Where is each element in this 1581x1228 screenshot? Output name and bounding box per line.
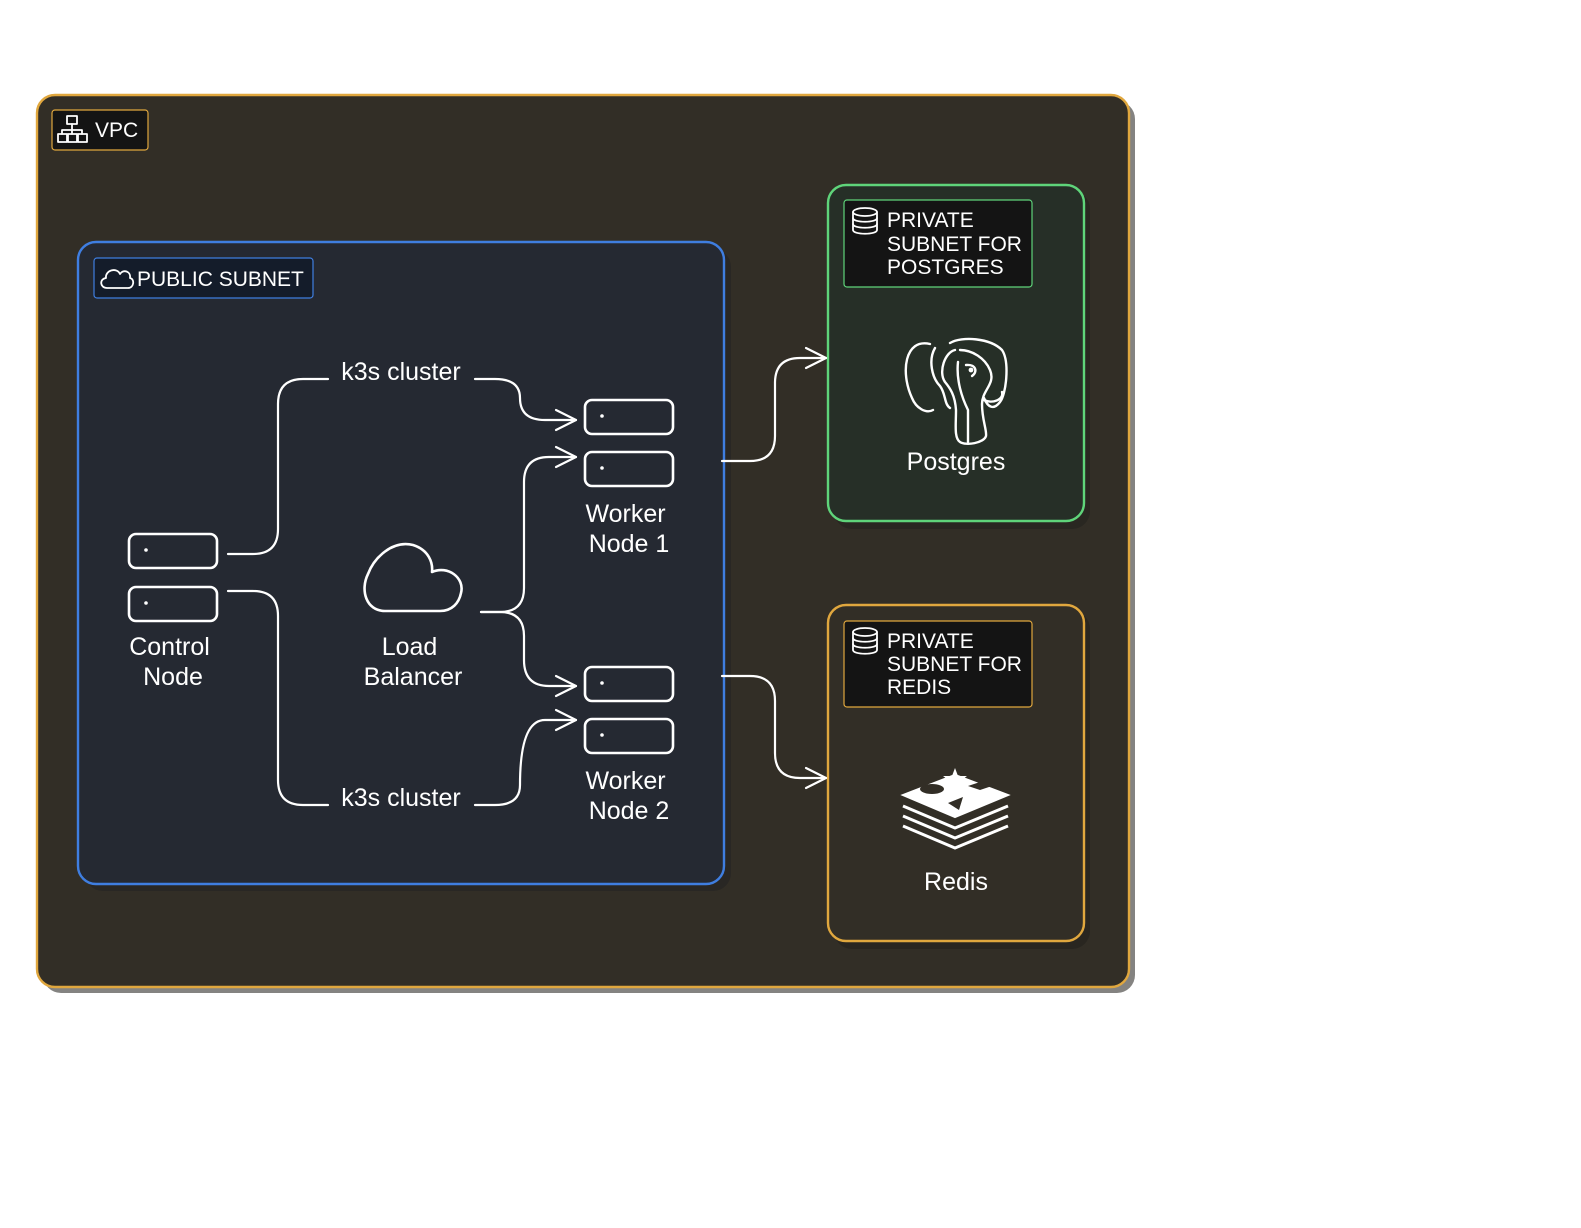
server-icon [127,532,219,623]
edge-public-to-redis [720,674,828,790]
redis-subnet-tag: PRIVATE SUBNET FOR REDIS [843,620,1033,708]
control-node: Control Node [127,532,219,691]
redis-label: Redis [924,868,988,896]
load-balancer-node: Load Balancer [363,542,463,691]
worker-node-2-label-line-1: Worker [585,767,665,795]
cloud-icon [363,542,463,613]
worker-node-1-label-line-2: Node 1 [589,530,670,558]
postgres-label: Postgres [907,448,1006,476]
redis-subnet: PRIVATE SUBNET FOR REDIS Redis [826,603,1090,949]
database-icon [852,207,878,235]
load-balancer-label: Load Balancer [364,633,463,691]
worker-node-1: Worker Node 1 [583,398,675,558]
vpc-tag: VPC [51,109,149,151]
control-node-label-line-1: Control [129,633,210,661]
postgres-subnet-label: PRIVATE SUBNET FOR POSTGRES [887,209,1028,279]
connectors: k3s cluster k3s cluster [226,346,828,812]
edge-label-k3s-cluster-bottom: k3s cluster [341,784,460,812]
postgres-subnet-label-line-2: SUBNET FOR [887,233,1022,256]
worker-node-2-label: Worker Node 2 [585,767,672,825]
redis-subnet-label-line-3: REDIS [887,676,951,699]
edge-control-to-worker1 [226,377,576,556]
control-node-label: Control Node [129,633,217,691]
control-node-label-line-2: Node [143,663,203,691]
edge-lb-to-worker1 [479,445,578,614]
redis-stack-icon [900,768,1011,850]
server-icon [583,665,675,755]
public-subnet-label: PUBLIC SUBNET [137,268,304,291]
cloud-outline-icon [100,269,135,289]
load-balancer-label-line-1: Load [382,633,438,661]
edge-public-to-postgres [720,346,828,463]
worker-node-2-label-line-2: Node 2 [589,797,670,825]
server-icon [583,398,675,488]
redis-subnet-label: PRIVATE SUBNET FOR REDIS [887,630,1028,699]
vpc-label: VPC [95,119,138,142]
redis-subnet-label-line-2: SUBNET FOR [887,653,1022,676]
worker-node-2: Worker Node 2 [583,665,675,825]
edge-control-to-worker2 [226,589,576,807]
database-icon [852,627,878,655]
edge-label-k3s-cluster-top: k3s cluster [341,358,460,386]
redis-subnet-label-line-1: PRIVATE [887,630,974,653]
network-hierarchy-icon [57,115,88,143]
postgres-subnet-label-line-3: POSTGRES [887,256,1004,279]
postgres-subnet-label-line-1: PRIVATE [887,209,974,232]
public-subnet-tag: PUBLIC SUBNET [93,257,314,299]
postgres-elephant-icon [904,337,1008,445]
edge-lb-to-worker2 [479,610,578,698]
load-balancer-label-line-2: Balancer [364,663,463,691]
postgres-subnet-tag: PRIVATE SUBNET FOR POSTGRES [843,199,1033,288]
worker-node-1-label: Worker Node 1 [585,500,672,558]
worker-node-1-label-line-1: Worker [585,500,665,528]
postgres-subnet: PRIVATE SUBNET FOR POSTGRES Postgres [826,183,1090,529]
